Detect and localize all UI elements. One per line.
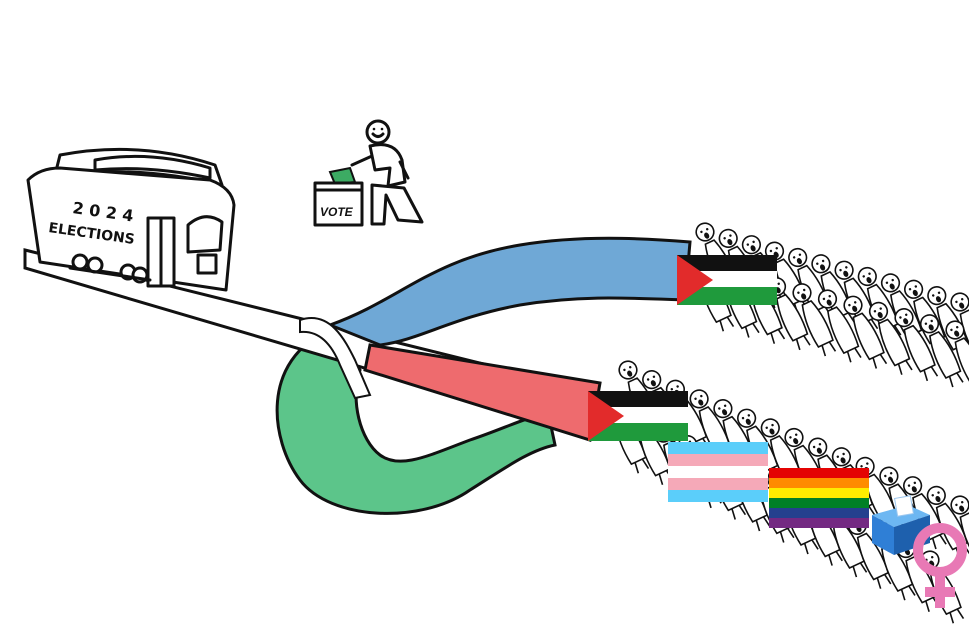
palestine-flag-upper xyxy=(677,255,777,305)
ballot-box-label: VOTE xyxy=(320,205,354,219)
female-sign-icon xyxy=(913,523,967,608)
trolley: 2 0 2 4 ELECTIONS xyxy=(26,147,236,292)
blue-track xyxy=(325,236,692,347)
ballot-box: VOTE xyxy=(313,166,364,227)
red-track xyxy=(363,343,602,442)
transgender-flag xyxy=(668,442,768,502)
switch-band xyxy=(299,317,372,400)
trolley-wheels xyxy=(68,253,152,284)
palestine-flag-lower xyxy=(588,391,688,441)
voter-figure xyxy=(350,119,424,226)
tied-people-upper-track xyxy=(687,219,969,396)
trolley-window xyxy=(186,215,224,254)
rainbow-pride-flag xyxy=(769,468,869,528)
